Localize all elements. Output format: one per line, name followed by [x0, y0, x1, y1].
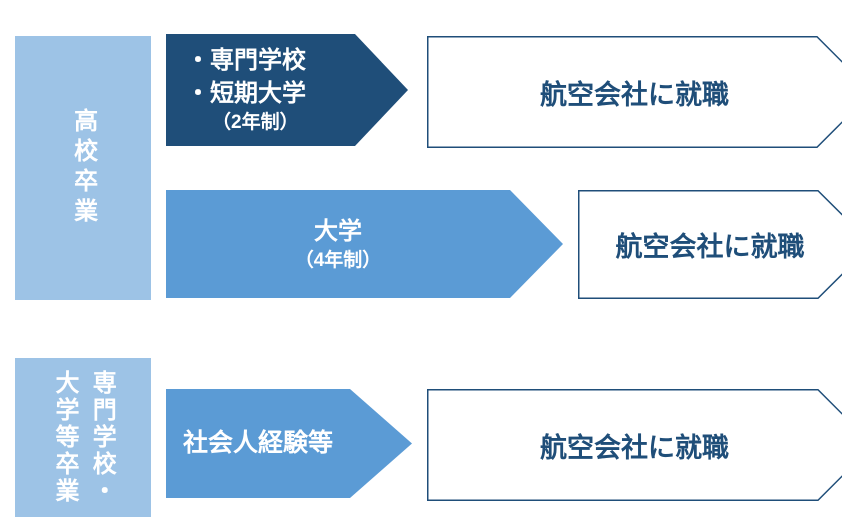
- outcome-pentagon-shape-1: [427, 36, 842, 148]
- source-label-postsecondary: 専門学校・ 大学等卒業: [46, 370, 120, 505]
- source-label-postsecondary-column-1: 専門学校・: [88, 370, 116, 505]
- source-box-highschool-graduation: 高校卒業: [15, 36, 151, 300]
- arrow-university-line-1: 大学: [314, 217, 362, 245]
- arrow-university: 大学 （4年制）: [166, 190, 563, 298]
- arrow-vocational-line-2: ・短期大学: [186, 80, 306, 107]
- outcome-box-airline-employment-1: 航空会社に就職: [427, 36, 842, 148]
- outcome-pentagon-shape-2: [578, 190, 842, 299]
- source-label-highschool-column: 高校卒業: [69, 108, 97, 228]
- arrow-vocational-note: （2年制）: [212, 112, 299, 133]
- outcome-pentagon-shape-3: [427, 389, 842, 501]
- outcome-box-airline-employment-3: 航空会社に就職: [427, 389, 842, 501]
- outcome-label-1: 航空会社に就職: [540, 79, 729, 110]
- arrow-work-experience: 社会人経験等: [166, 389, 412, 498]
- arrow-vocational-line-1: ・専門学校: [186, 47, 306, 74]
- arrow-university-text: 大学 （4年制）: [166, 215, 510, 274]
- outcome-label-2: 航空会社に就職: [615, 232, 805, 262]
- source-box-postsecondary-graduation: 専門学校・ 大学等卒業: [15, 358, 151, 517]
- outcome-label-3: 航空会社に就職: [540, 432, 729, 463]
- arrow-work-experience-line-1: 社会人経験等: [182, 429, 333, 457]
- arrow-vocational-junior-college: ・専門学校 ・短期大学 （2年制）: [166, 34, 408, 146]
- source-label-highschool: 高校卒業: [67, 108, 98, 228]
- arrow-work-experience-text: 社会人経験等: [166, 427, 350, 460]
- arrow-vocational-text: ・専門学校 ・短期大学 （2年制）: [166, 44, 306, 136]
- source-label-postsecondary-column-2: 大学等卒業: [51, 370, 78, 505]
- arrow-university-note: （4年制）: [294, 249, 382, 271]
- outcome-box-airline-employment-2: 航空会社に就職: [578, 190, 842, 299]
